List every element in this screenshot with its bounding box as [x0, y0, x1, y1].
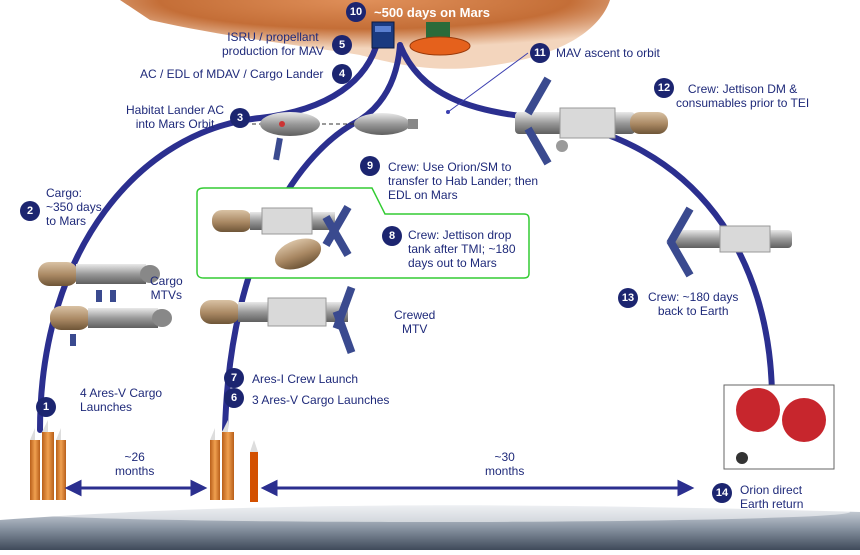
step-12-label: Crew: Jettison DM &consumables prior to …	[676, 82, 810, 110]
step-10-badge: 10	[346, 2, 366, 22]
step-4-label: AC / EDL of MDAV / Cargo Lander	[140, 67, 324, 81]
step-6-label: 3 Ares-V Cargo Launches	[252, 393, 390, 407]
mars-surface	[120, 0, 610, 69]
step-11-badge: 11	[530, 43, 550, 63]
step-7-label: Ares-I Crew Launch	[252, 372, 359, 386]
return-mtv	[515, 76, 668, 166]
earth-return-mtv	[666, 206, 792, 278]
isru-plant	[371, 21, 395, 49]
step-8-badge: 8	[382, 226, 402, 246]
step-6-badge: 6	[224, 388, 244, 408]
mars-stay-title: ~500 days on Mars	[374, 5, 490, 20]
cargo-mtv-upper	[38, 262, 160, 302]
timeline-arrows	[64, 479, 695, 497]
step-1-badge: 1	[36, 397, 56, 417]
step-11-label: MAV ascent to orbit	[556, 46, 660, 60]
hab-lander-cargo	[260, 112, 320, 161]
step-9-badge: 9	[360, 156, 380, 176]
cargo-mtv-lower	[50, 306, 172, 346]
aeroshell	[409, 36, 471, 56]
crewed-mtv	[200, 285, 356, 355]
ares-v-cargo-stack-2	[210, 420, 258, 502]
step-3-badge: 3	[230, 108, 250, 128]
step-2-badge: 2	[20, 201, 40, 221]
step-7-badge: 7	[224, 368, 244, 388]
step-14-badge: 14	[712, 483, 732, 503]
ares-v-cargo-stack-1	[30, 420, 66, 500]
drop-tank	[274, 238, 322, 270]
crewed-mtv-drop-tank	[212, 204, 352, 270]
step-5-badge: 5	[332, 35, 352, 55]
step-4-badge: 4	[332, 64, 352, 84]
step-13-badge: 13	[618, 288, 638, 308]
mav-lander	[426, 22, 450, 40]
hab-lander-crew	[354, 113, 418, 135]
step-12-badge: 12	[654, 78, 674, 98]
